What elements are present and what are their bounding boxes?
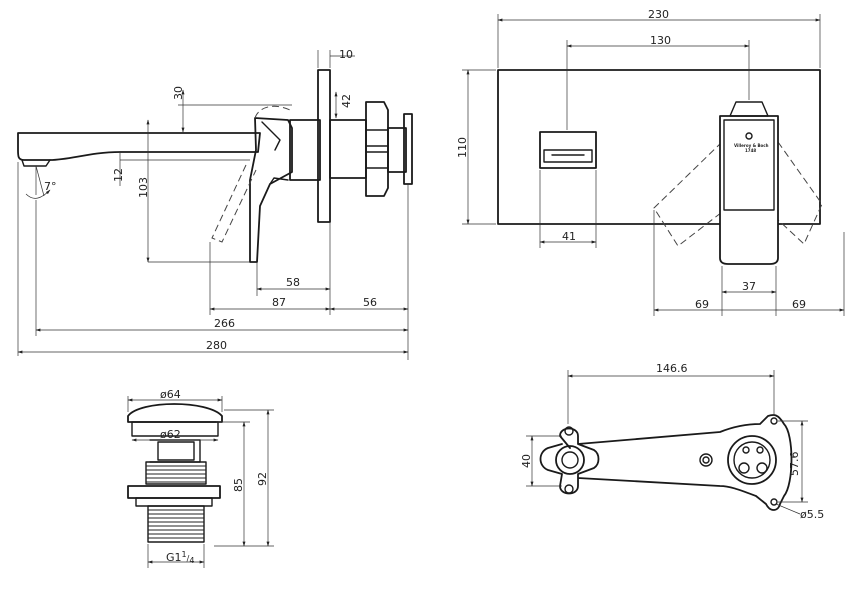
dim-37: 37 bbox=[742, 280, 756, 293]
dim-85: 85 bbox=[232, 478, 245, 492]
lever-range bbox=[211, 105, 291, 243]
dim-69-left: 69 bbox=[695, 298, 709, 311]
dim-40: 40 bbox=[520, 454, 533, 468]
dim-146-6: 146.6 bbox=[656, 362, 688, 375]
dim-30: 30 bbox=[172, 86, 185, 100]
dim-280: 280 bbox=[206, 339, 227, 352]
front-dimensions bbox=[462, 14, 845, 316]
side-dimensions bbox=[17, 50, 409, 360]
dim-92: 92 bbox=[256, 472, 269, 486]
bracket-outline bbox=[539, 414, 793, 511]
brand-name: Villeroy & Boch bbox=[734, 143, 769, 148]
dim-41: 41 bbox=[562, 230, 576, 243]
dim-d62: ø62 bbox=[160, 428, 181, 441]
handle-front bbox=[261, 121, 281, 151]
bracket-view: 146.6 40 57.6 ø5.5 bbox=[520, 362, 824, 521]
dim-69-right: 69 bbox=[792, 298, 806, 311]
dim-58: 58 bbox=[286, 276, 300, 289]
mixer-body bbox=[289, 119, 321, 181]
body-connector bbox=[249, 117, 293, 263]
lever-handle bbox=[719, 115, 779, 265]
waste-lower-thread bbox=[147, 505, 205, 543]
front-plate bbox=[497, 69, 821, 225]
dim-130: 130 bbox=[650, 34, 671, 47]
dim-d5-5: ø5.5 bbox=[800, 508, 824, 521]
dim-d64: ø64 bbox=[160, 388, 181, 401]
bracket-dimensions bbox=[526, 370, 808, 515]
dim-57-6: 57.6 bbox=[788, 452, 801, 477]
waste-cap bbox=[127, 403, 223, 423]
spout-outlet bbox=[539, 131, 597, 169]
waste-dimensions bbox=[127, 396, 274, 568]
valve-shaft bbox=[387, 127, 407, 173]
brand-year: 1748 bbox=[745, 148, 756, 153]
bracket-valve-seat bbox=[727, 435, 777, 485]
waste-upper-thread bbox=[145, 461, 207, 485]
dim-266: 266 bbox=[214, 317, 235, 330]
dim-56: 56 bbox=[363, 296, 377, 309]
dim-87: 87 bbox=[272, 296, 286, 309]
valve-body bbox=[329, 119, 367, 179]
dim-12: 12 bbox=[112, 168, 125, 182]
dim-10: 10 bbox=[339, 48, 353, 61]
front-view: Villeroy & Boch 1748 230 130 110 4 bbox=[456, 8, 845, 316]
spout-outline bbox=[17, 132, 261, 161]
dim-42: 42 bbox=[340, 94, 353, 108]
lever-rotation-left bbox=[653, 141, 749, 247]
spout-nozzle bbox=[21, 159, 51, 167]
dim-103: 103 bbox=[137, 177, 150, 198]
dim-thread: G11/4 bbox=[166, 550, 194, 565]
waste-flange bbox=[127, 485, 221, 499]
dim-angle: 7° bbox=[44, 180, 57, 193]
side-view: 10 30 42 12 103 7° 58 87 56 266 280 bbox=[17, 48, 413, 360]
dim-110: 110 bbox=[456, 137, 469, 158]
valve-nut bbox=[365, 101, 389, 197]
handle-side bbox=[269, 177, 289, 185]
dim-230: 230 bbox=[648, 8, 669, 21]
waste-view: ø64 ø62 85 92 G11/4 bbox=[127, 388, 274, 568]
bracket-inlet bbox=[555, 445, 585, 475]
waste-plug bbox=[157, 441, 195, 461]
